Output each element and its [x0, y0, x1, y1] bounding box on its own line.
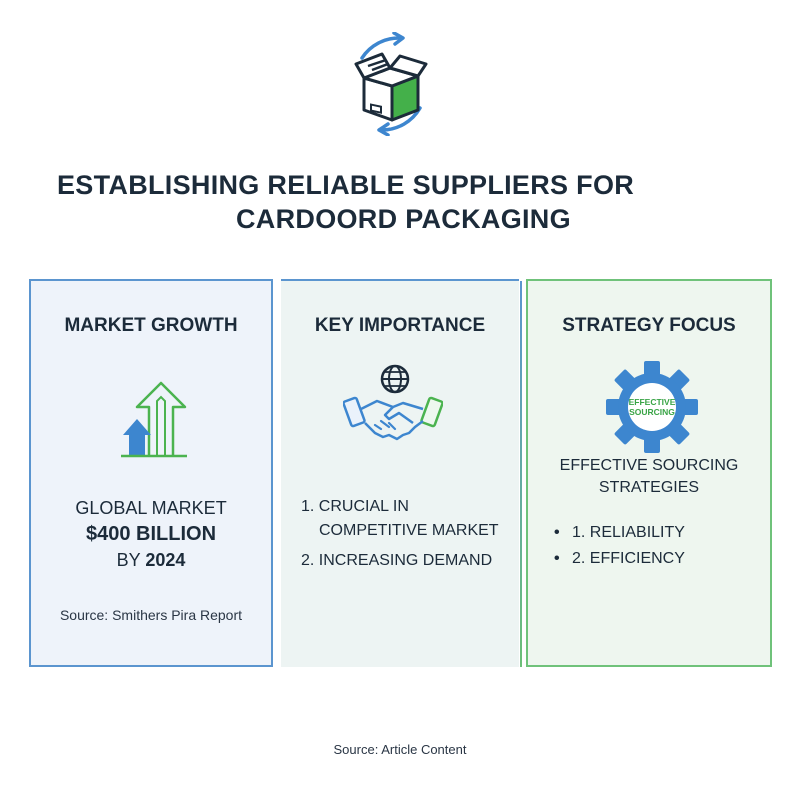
market-stat-year-line: BY 2024 — [31, 547, 271, 573]
list-item: 1. CRUCIAL IN COMPETITIVE MARKET — [301, 495, 511, 543]
market-stat: GLOBAL MARKET $400 BILLION BY 2024 — [31, 495, 271, 573]
title-line-1: ESTABLISHING RELIABLE SUPPLIERS FOR — [57, 170, 635, 200]
gear-icon: EFFECTIVE SOURCING — [604, 359, 700, 455]
strategy-focus-panel: STRATEGY FOCUS EFFECTIVE SOURCING EFFECT… — [526, 279, 772, 667]
market-stat-year: 2024 — [145, 550, 186, 570]
box-cycle-icon — [340, 31, 440, 137]
growth-arrows-icon — [121, 379, 187, 459]
footer-source: Source: Article Content — [333, 742, 467, 757]
list-item-number: 1. — [301, 498, 315, 515]
market-stat-value: $400 BILLION — [85, 523, 217, 545]
strategy-list: • 1. RELIABILITY • 2. EFFICIENCY — [554, 521, 685, 573]
gear-text-line-1: EFFECTIVE — [629, 397, 676, 407]
key-importance-panel: KEY IMPORTANCE 1. CRUCIAL IN COMPETITIVE… — [281, 279, 522, 667]
list-item-text: 2. EFFICIENCY — [572, 550, 685, 567]
market-stat-by: BY — [116, 550, 141, 570]
list-item: • 2. EFFICIENCY — [554, 547, 685, 571]
page-title: ESTABLISHING RELIABLE SUPPLIERS FOR CARD… — [0, 168, 800, 236]
strategy-subtitle-line-1: EFFECTIVE SOURCING — [559, 457, 739, 474]
strategy-subtitle-line-2: STRATEGIES — [598, 479, 700, 496]
strategy-focus-title: STRATEGY FOCUS — [562, 315, 736, 336]
handshake-globe-icon — [342, 363, 444, 447]
market-source: Source: Smithers Pira Report — [59, 607, 243, 623]
list-item-text-line-1: CRUCIAL IN — [318, 498, 409, 515]
gear-text-line-2: SOURCING — [629, 407, 675, 417]
bullet: • — [554, 524, 560, 541]
list-item: 2. INCREASING DEMAND — [301, 552, 493, 569]
market-growth-title: MARKET GROWTH — [64, 315, 238, 336]
strategy-subtitle: EFFECTIVE SOURCING STRATEGIES — [528, 455, 770, 499]
title-line-2: CARDOORD PACKAGING — [236, 204, 571, 234]
list-item: • 1. RELIABILITY — [554, 521, 685, 545]
key-importance-title: KEY IMPORTANCE — [314, 315, 486, 336]
market-growth-panel: MARKET GROWTH GLOBAL MARKET $400 BILLION… — [29, 279, 273, 667]
key-importance-list: 1. CRUCIAL IN COMPETITIVE MARKET 2. INCR… — [301, 495, 511, 579]
market-stat-label: GLOBAL MARKET — [75, 498, 227, 518]
list-item-text-line-2: COMPETITIVE MARKET — [319, 522, 499, 539]
bullet: • — [554, 550, 560, 567]
list-item-text: 1. RELIABILITY — [572, 524, 685, 541]
